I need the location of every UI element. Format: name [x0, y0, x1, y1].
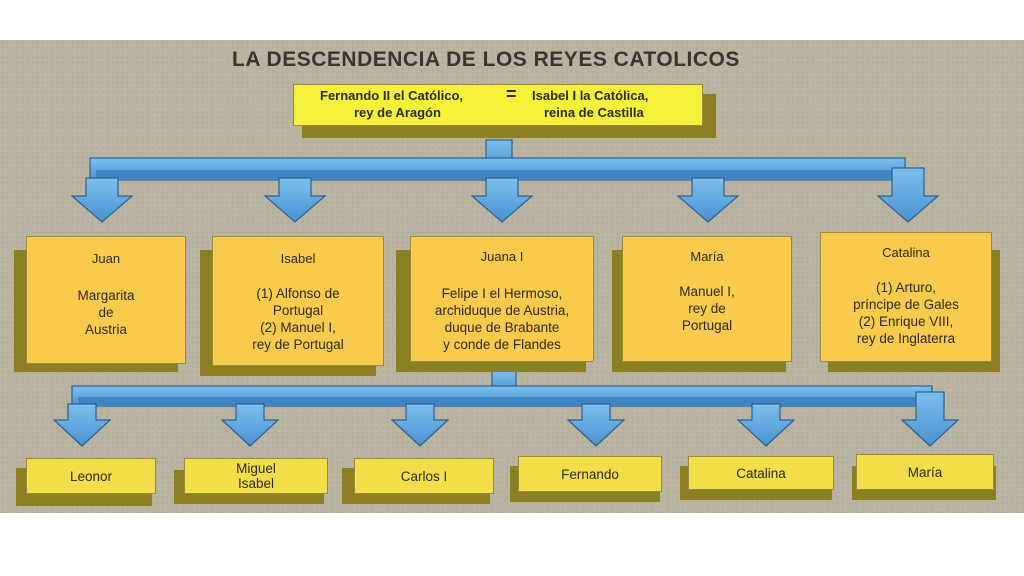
- grandchild-name: María: [907, 464, 943, 480]
- diagram-title: LA DESCENDENCIA DE LOS REYES CATOLICOS: [232, 48, 740, 71]
- husband-title: rey de Aragón: [354, 105, 441, 120]
- wife-name: Isabel I la Católica,: [532, 88, 649, 103]
- parents-box: Fernando II el Católico, rey de Aragón =…: [293, 84, 703, 126]
- arrow-down-icon: [52, 403, 112, 447]
- grandchild-name: Miguel Isabel: [236, 461, 276, 491]
- grandchild-name: Catalina: [736, 465, 786, 481]
- arrow-down-icon: [676, 177, 740, 223]
- husband-name: Fernando II el Católico,: [320, 88, 464, 103]
- arrow-down-icon: [566, 403, 626, 447]
- grandchild-box-miguel: Miguel Isabel: [184, 458, 328, 494]
- arrow-down-icon: [220, 403, 280, 447]
- grandchild-name: Carlos I: [400, 468, 448, 484]
- child-spouses: (1) Alfonso de Portugal (2) Manuel I, re…: [252, 286, 344, 352]
- child-box-isabel: Isabel (1) Alfonso de Portugal (2) Manue…: [212, 236, 384, 366]
- arrow-down-icon: [736, 403, 796, 447]
- upper-bar-lower: [96, 170, 899, 180]
- arrow-down-icon: [470, 177, 534, 223]
- child-box-juan: Juan Margarita de Austria: [26, 236, 186, 364]
- arrow-down-icon: [900, 391, 960, 447]
- grandchild-box-fernando: Fernando: [518, 456, 662, 492]
- child-name: Isabel: [280, 251, 316, 266]
- marriage-symbol: =: [506, 84, 517, 104]
- wife-title: reina de Castilla: [544, 105, 644, 120]
- arrow-down-icon: [70, 177, 134, 223]
- grandchild-box-catalina: Catalina: [688, 456, 834, 490]
- lower-bar-lower: [78, 397, 926, 406]
- child-box-catalina: Catalina (1) Arturo, príncipe de Gales (…: [820, 232, 992, 362]
- child-box-maria: María Manuel I, rey de Portugal: [622, 236, 792, 362]
- child-name: Juan: [91, 251, 121, 266]
- grandchild-name: Fernando: [561, 466, 619, 482]
- child-spouses: Margarita de Austria: [77, 288, 135, 337]
- child-spouses: Manuel I, rey de Portugal: [679, 284, 735, 333]
- child-box-juana: Juana I Felipe I el Hermoso, archiduque …: [410, 236, 594, 362]
- upper-connector: [70, 139, 940, 223]
- grandchild-box-maria: María: [856, 454, 994, 490]
- arrow-down-icon: [876, 167, 940, 223]
- arrow-down-icon: [390, 403, 450, 447]
- child-name: Catalina: [882, 245, 930, 260]
- child-spouses: Felipe I el Hermoso, archiduque de Austr…: [434, 286, 570, 352]
- child-name: María: [690, 249, 724, 264]
- child-spouses: (1) Arturo, príncipe de Gales (2) Enriqu…: [853, 280, 959, 346]
- grandchild-box-leonor: Leonor: [26, 458, 156, 494]
- grandchild-box-carlos: Carlos I: [354, 458, 494, 494]
- lower-connector: [52, 369, 960, 447]
- grandchild-name: Leonor: [69, 468, 113, 484]
- arrow-down-icon: [263, 177, 327, 223]
- child-name: Juana I: [480, 249, 524, 264]
